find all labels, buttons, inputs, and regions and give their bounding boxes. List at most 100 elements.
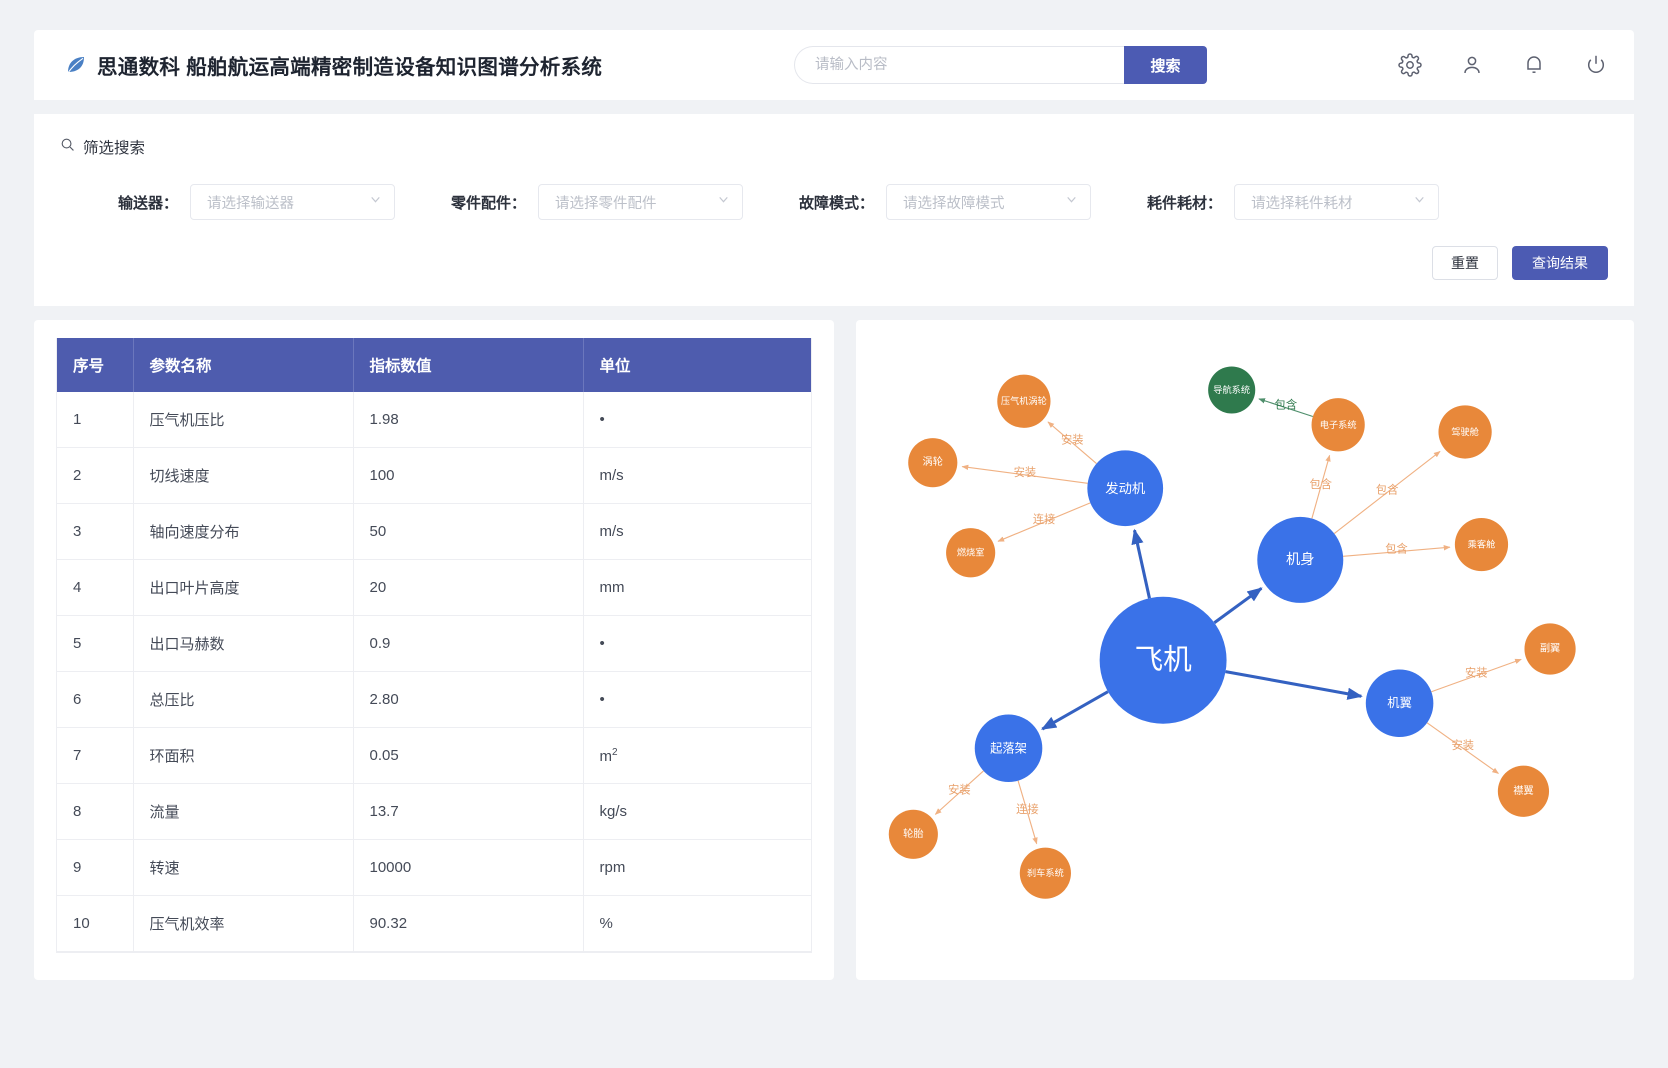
select-consumables[interactable]: 请选择耗件耗材	[1234, 184, 1440, 220]
graph-node[interactable]: 起落架	[974, 714, 1043, 783]
graph-node[interactable]: 轮胎	[888, 809, 938, 859]
row-value: 2.80	[353, 671, 584, 728]
col-unit[interactable]: 单位	[583, 338, 811, 392]
search-icon	[60, 137, 75, 157]
row-no: 7	[57, 727, 134, 784]
graph-node[interactable]: 涡轮	[908, 438, 958, 488]
row-param-name: 切线速度	[133, 447, 354, 504]
col-value[interactable]: 指标数值	[353, 338, 584, 392]
system-title: 船舶航运高端精密制造设备知识图谱分析系统	[186, 56, 603, 79]
filter-field-parts: 零件配件： 请选择零件配件	[451, 184, 744, 220]
select-fault-mode[interactable]: 请选择故障模式	[886, 184, 1092, 220]
graph-node-circle[interactable]	[888, 809, 938, 859]
filter-label-conveyor: 输送器：	[118, 194, 179, 212]
row-unit: mm	[583, 559, 811, 616]
select-conveyor-placeholder: 请选择输送器	[207, 195, 295, 212]
row-no: 10	[57, 895, 134, 952]
graph-edge-label: 包含	[1376, 482, 1399, 496]
select-parts-placeholder: 请选择零件配件	[555, 195, 657, 212]
graph-edge	[934, 770, 984, 815]
query-button[interactable]: 查询结果	[1512, 246, 1608, 280]
filter-field-conveyor: 输送器： 请选择输送器	[118, 184, 396, 220]
knowledge-graph-svg[interactable]: 安装安装连接包含包含包含包含安装安装安装连接飞机发动机机身机翼起落架压气机涡轮涡…	[856, 320, 1634, 980]
graph-node[interactable]: 机身	[1257, 516, 1344, 603]
graph-node-circle[interactable]	[946, 528, 996, 578]
graph-edge	[1225, 670, 1363, 700]
search-input[interactable]	[794, 46, 1124, 84]
graph-node[interactable]: 导航系统	[1208, 366, 1256, 414]
row-param-name: 转速	[133, 839, 354, 896]
row-unit: kg/s	[583, 783, 811, 840]
user-icon[interactable]	[1460, 53, 1484, 77]
bell-icon[interactable]	[1522, 53, 1546, 77]
graph-edge-label: 连接	[1033, 513, 1056, 526]
graph-node-circle[interactable]	[1454, 517, 1509, 572]
graph-node[interactable]: 燃烧室	[946, 528, 996, 578]
power-icon[interactable]	[1584, 53, 1608, 77]
graph-node-circle[interactable]	[908, 438, 958, 488]
graph-node-circle[interactable]	[1497, 765, 1550, 817]
graph-node-circle[interactable]	[1438, 405, 1492, 459]
reset-button[interactable]: 重置	[1432, 246, 1498, 280]
row-param-name: 环面积	[133, 727, 354, 784]
graph-node[interactable]: 副翼	[1524, 623, 1576, 675]
row-value: 50	[353, 503, 584, 560]
graph-node-circle[interactable]	[997, 374, 1051, 428]
graph-node-circle[interactable]	[1099, 596, 1227, 724]
chevron-down-icon	[369, 193, 382, 211]
row-param-name: 总压比	[133, 671, 354, 728]
graph-edge-label: 安装	[1061, 433, 1084, 447]
graph-node-circle[interactable]	[1365, 669, 1434, 738]
search-button[interactable]: 搜索	[1124, 46, 1207, 84]
row-value: 20	[353, 559, 584, 616]
graph-node-circle[interactable]	[1524, 623, 1576, 675]
filter-label-fault-mode: 故障模式：	[799, 194, 875, 212]
row-unit: m/s	[583, 447, 811, 504]
graph-node[interactable]: 襟翼	[1497, 765, 1550, 817]
select-consumables-placeholder: 请选择耗件耗材	[1251, 195, 1353, 212]
graph-node-circle[interactable]	[974, 714, 1043, 783]
graph-node[interactable]: 机翼	[1365, 669, 1434, 738]
select-parts[interactable]: 请选择零件配件	[538, 184, 744, 220]
col-param-name[interactable]: 参数名称	[133, 338, 354, 392]
graph-edge	[1047, 421, 1097, 465]
col-no[interactable]: 序号	[57, 338, 134, 392]
row-no: 3	[57, 503, 134, 560]
graph-edge	[997, 502, 1091, 542]
filter-actions: 重置 查询结果	[60, 246, 1608, 280]
graph-node[interactable]: 驾驶舱	[1438, 405, 1492, 459]
graph-node-circle[interactable]	[1257, 516, 1344, 603]
graph-node[interactable]: 电子系统	[1311, 398, 1365, 452]
graph-edge	[1040, 690, 1109, 731]
graph-node-circle[interactable]	[1087, 450, 1164, 527]
row-unit: %	[583, 895, 811, 952]
select-conveyor[interactable]: 请选择输送器	[190, 184, 396, 220]
graph-node[interactable]: 发动机	[1087, 450, 1164, 527]
graph-node[interactable]: 飞机	[1099, 596, 1227, 724]
graph-node[interactable]: 乘客舱	[1454, 517, 1509, 572]
graph-node-circle[interactable]	[1311, 398, 1365, 452]
graph-node[interactable]: 刹车系统	[1019, 847, 1071, 899]
gear-icon[interactable]	[1398, 53, 1422, 77]
knowledge-graph[interactable]: 安装安装连接包含包含包含包含安装安装安装连接飞机发动机机身机翼起落架压气机涡轮涡…	[856, 320, 1634, 980]
table-header-row: 序号 参数名称 指标数值 单位	[57, 338, 811, 392]
row-no: 2	[57, 447, 134, 504]
graph-node[interactable]: 压气机涡轮	[997, 374, 1051, 428]
graph-node-circle[interactable]	[1208, 366, 1256, 414]
row-param-name: 压气机压比	[133, 392, 354, 448]
brand-title: 思通数科 船舶航运高端精密制造设备知识图谱分析系统	[97, 50, 602, 80]
graph-node-circle[interactable]	[1019, 847, 1071, 899]
